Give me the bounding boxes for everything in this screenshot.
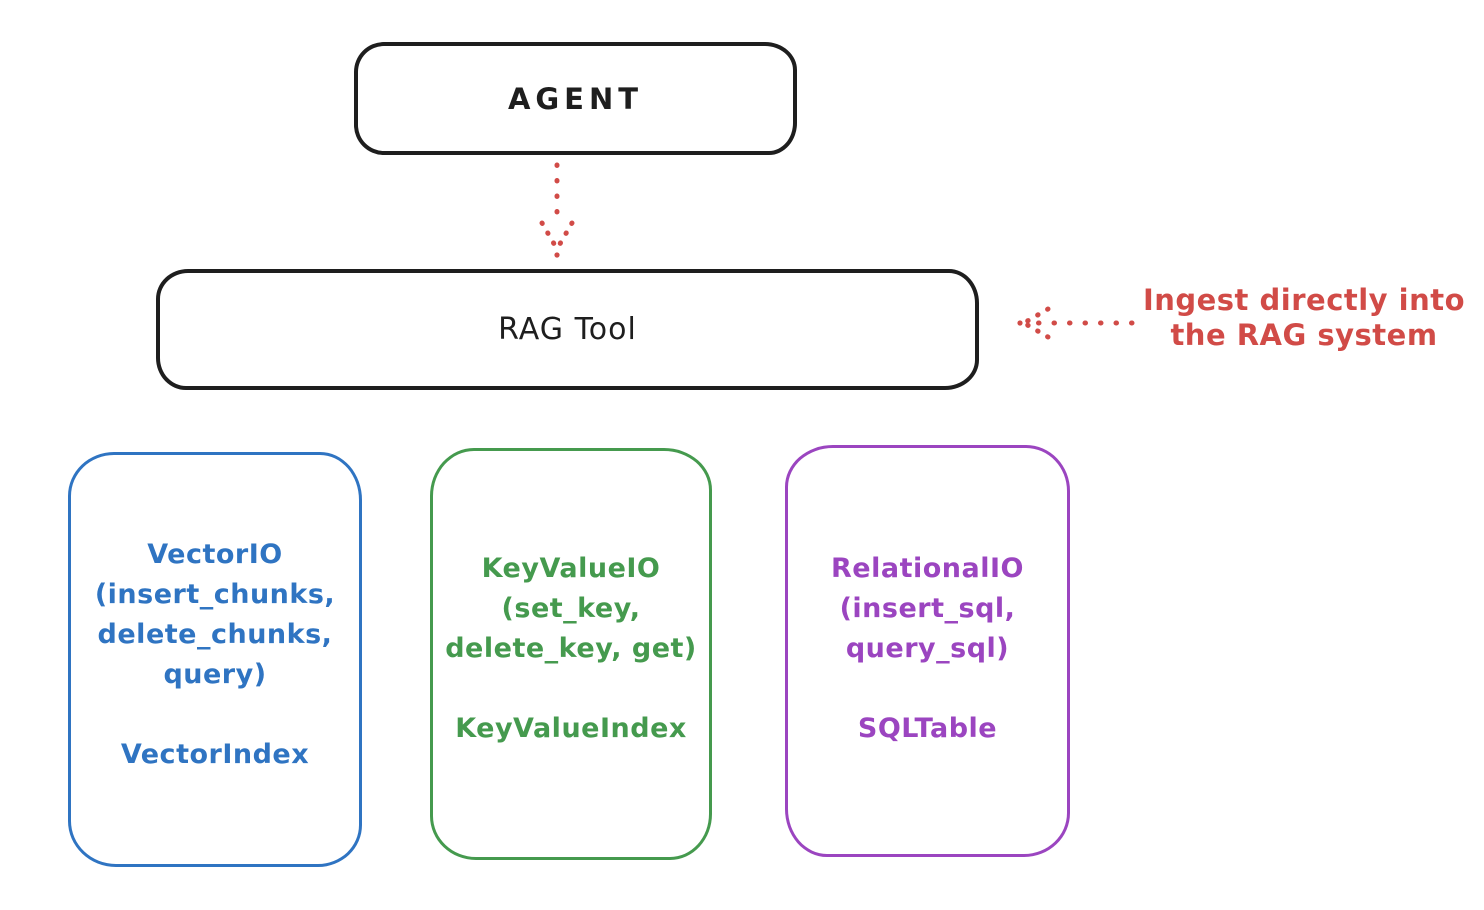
storage-box-keyvalue-io: KeyValueIO (set_key, delete_key, get) Ke… <box>430 448 712 860</box>
keyvalue-io-label: KeyValueIO <box>481 553 661 584</box>
relational-io-methods: (insert_sql, query_sql) <box>839 593 1016 664</box>
agent-node: AGENT <box>354 42 797 155</box>
sql-table-label: SQLTable <box>857 713 998 744</box>
agent-to-rag-arrow <box>539 162 575 258</box>
keyvalue-index-label: KeyValueIndex <box>455 713 687 744</box>
rag-tool-node: RAG Tool <box>156 269 979 390</box>
vector-index-label: VectorIndex <box>120 739 310 770</box>
vector-io-methods: (insert_chunks, delete_chunks, query) <box>94 579 336 690</box>
relational-io-label: RelationalIO <box>831 553 1024 584</box>
keyvalue-io-methods: (set_key, delete_key, get) <box>445 593 697 664</box>
ingest-annotation: Ingest directly into the RAG system <box>1142 283 1466 352</box>
storage-box-relational-io: RelationalIO (insert_sql, query_sql) SQL… <box>785 445 1070 857</box>
vector-io-label: VectorIO <box>147 539 283 570</box>
storage-box-vector-io: VectorIO (insert_chunks, delete_chunks, … <box>68 452 362 867</box>
rag-tool-label: RAG Tool <box>498 312 637 347</box>
agent-label: AGENT <box>507 81 644 116</box>
ingest-annotation-arrow <box>1017 306 1135 340</box>
